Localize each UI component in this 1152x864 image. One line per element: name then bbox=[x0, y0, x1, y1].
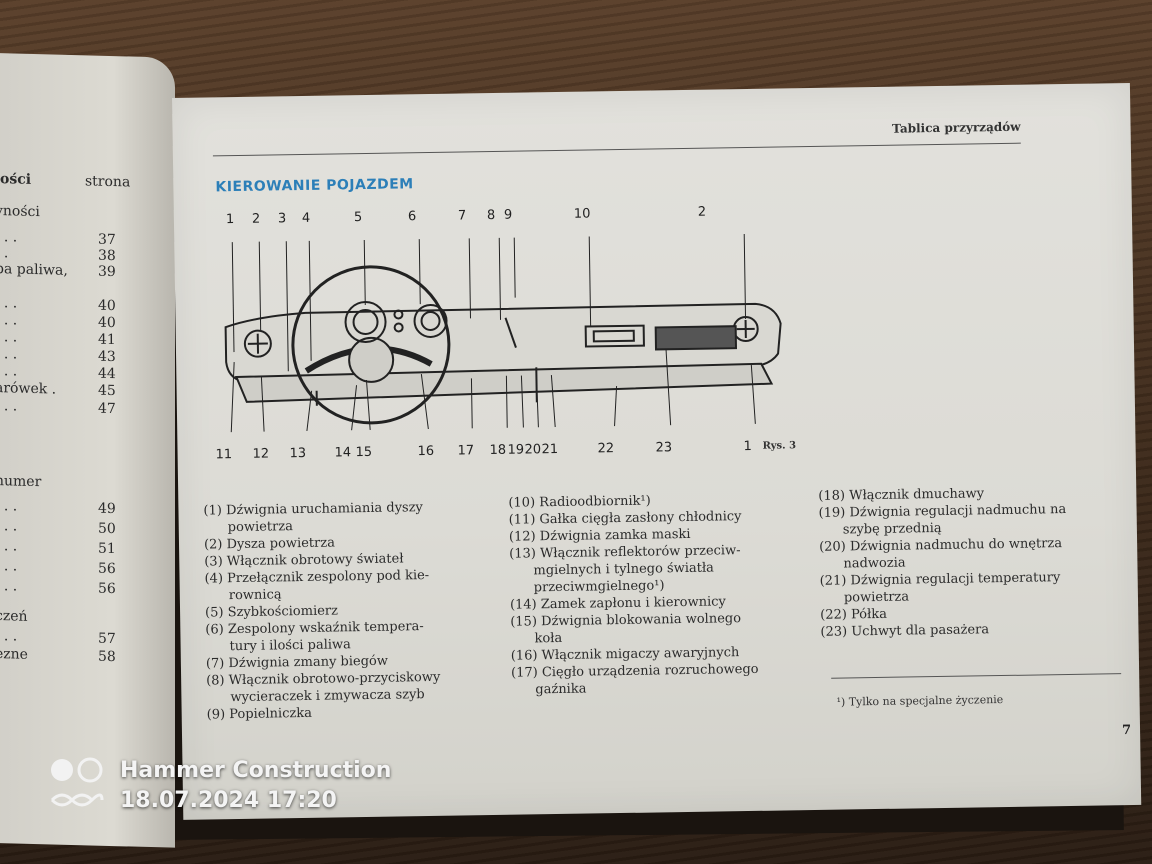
callout-number: 19 bbox=[507, 442, 525, 458]
toc-line-page: 56 bbox=[98, 580, 116, 598]
section-title: KIEROWANIE POJAZDEM bbox=[215, 176, 414, 196]
toc-line-page: 43 bbox=[98, 348, 116, 366]
toc-line-text: . . bbox=[0, 245, 9, 262]
legend-line: (23) Uchwyt dla pasażera bbox=[820, 622, 990, 640]
toc-line-text: ezne bbox=[0, 645, 28, 663]
callout-number: 3 bbox=[277, 211, 287, 227]
toc-line-text: numer bbox=[0, 472, 42, 491]
callout-number: 5 bbox=[353, 210, 363, 226]
watermark-line1: Hammer Construction bbox=[120, 758, 392, 783]
toc-line-text: . . . bbox=[0, 578, 18, 595]
callout-number: 18 bbox=[489, 442, 507, 459]
toc-line-page: 37 bbox=[98, 231, 116, 249]
toc-line-page: 51 bbox=[98, 540, 116, 558]
toc-line-page: 57 bbox=[98, 630, 116, 648]
toc-line-text: pa paliwa, bbox=[0, 260, 68, 279]
callout-number: 12 bbox=[252, 446, 270, 462]
toc-line-text: . . . bbox=[0, 498, 18, 515]
callout-number: 10 bbox=[573, 206, 591, 222]
toc-line-text: . . . bbox=[0, 558, 18, 575]
callout-number: 20 bbox=[524, 442, 542, 458]
legend-line: (9) Popielniczka bbox=[206, 705, 313, 723]
legend-column-3: (18) Włącznik dmuchawy(19) Dźwignia regu… bbox=[818, 484, 1068, 641]
callout-number: 14 bbox=[334, 445, 352, 461]
page-header: Tablica przyrządów bbox=[891, 119, 1021, 136]
dashboard-diagram bbox=[224, 234, 782, 433]
toc-line-page: 50 bbox=[98, 520, 116, 538]
toc-line-page: 49 bbox=[98, 500, 116, 518]
watermark-logo-icon bbox=[50, 757, 104, 807]
callout-number: 15 bbox=[355, 444, 373, 461]
callout-number: 17 bbox=[457, 443, 475, 459]
toc-line-page: 40 bbox=[98, 297, 116, 315]
toc-line-page: 40 bbox=[98, 314, 116, 332]
callout-number: 21 bbox=[541, 441, 559, 458]
page-number: 7 bbox=[1121, 723, 1132, 739]
callout-number: 1 bbox=[743, 438, 752, 455]
toc-line-page: 45 bbox=[98, 382, 116, 400]
callout-number: 2 bbox=[697, 204, 707, 220]
callout-number: 22 bbox=[597, 441, 615, 457]
left-header-fragment: ości bbox=[0, 171, 32, 188]
toc-line-text: arówek . bbox=[0, 379, 57, 398]
toc-line-text: . . . bbox=[0, 518, 18, 535]
toc-line-text: . . . bbox=[0, 398, 18, 415]
callout-number: 1 bbox=[225, 212, 235, 228]
toc-line-text: . . . bbox=[0, 329, 18, 346]
legend-line: gaźnika bbox=[535, 681, 587, 698]
toc-line-page: 41 bbox=[98, 331, 116, 349]
footnote: ¹) Tylko na specjalne życzenie bbox=[836, 693, 1004, 709]
left-page: ości strona vności . . . 37 . . 38 pa paliwa,… bbox=[0, 52, 175, 848]
toc-line-text: . . . bbox=[0, 312, 18, 329]
toc-line-text: vności bbox=[0, 202, 40, 221]
toc-line-page: 44 bbox=[98, 365, 116, 383]
callout-number: 6 bbox=[407, 209, 417, 225]
toc-line-page: 56 bbox=[98, 560, 116, 578]
toc-line-text: . . . bbox=[0, 346, 18, 363]
toc-line-page: 47 bbox=[98, 400, 116, 418]
callout-number: 8 bbox=[486, 207, 496, 224]
toc-line-page: 58 bbox=[98, 648, 116, 666]
callout-number: 2 bbox=[251, 211, 261, 227]
right-page: Tablica przyrządów KIEROWANIE POJAZDEM bbox=[172, 82, 1142, 820]
header-rule bbox=[212, 142, 1021, 157]
toc-line-text: . . . bbox=[0, 628, 18, 645]
legend-column-2: (10) Radioodbiornik¹)(11) Gałka cięgła z… bbox=[508, 491, 759, 699]
figure-label: Rys. 3 bbox=[762, 440, 797, 452]
callout-number: 9 bbox=[503, 207, 513, 223]
toc-line-text: czeń bbox=[0, 607, 28, 625]
toc-line-text: . . . bbox=[0, 229, 18, 246]
callout-number: 13 bbox=[289, 445, 307, 462]
callout-number: 11 bbox=[215, 447, 233, 463]
toc-line-page: 38 bbox=[98, 247, 116, 265]
watermark-line2: 18.07.2024 17:20 bbox=[120, 788, 337, 813]
toc-line-text: . . . bbox=[0, 538, 18, 555]
callout-number: 4 bbox=[301, 210, 311, 226]
callout-number: 7 bbox=[457, 208, 467, 224]
callout-number: 16 bbox=[417, 443, 435, 460]
callout-number: 23 bbox=[655, 440, 673, 456]
footnote-rule bbox=[831, 673, 1122, 679]
toc-line-text: . . . bbox=[0, 295, 18, 312]
toc-line-page: 39 bbox=[98, 263, 116, 281]
left-strona-label: strona bbox=[85, 173, 131, 191]
toc-line-text: . . . bbox=[0, 363, 18, 380]
watermark-text: Hammer Construction 18.07.2024 17:20 bbox=[120, 756, 391, 816]
